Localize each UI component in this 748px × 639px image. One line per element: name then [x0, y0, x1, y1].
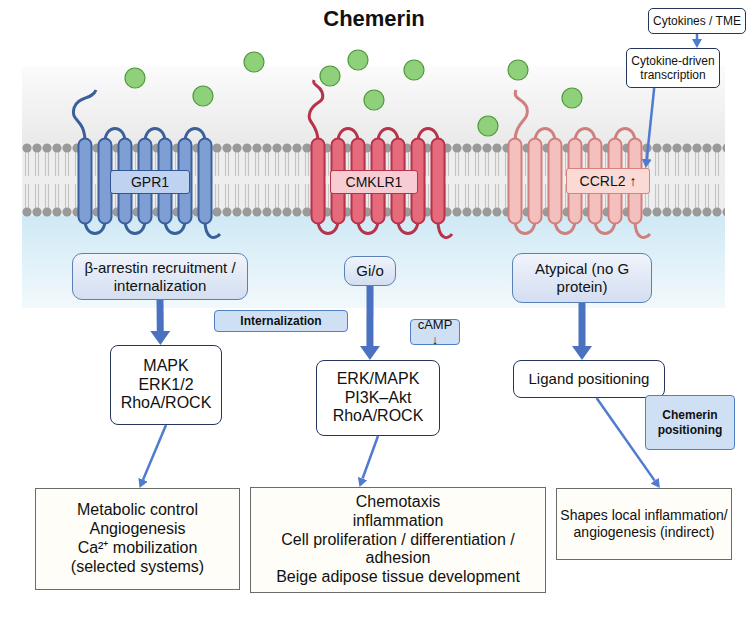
chemerin-ligand [478, 116, 498, 136]
receptor-helix-outline [85, 145, 205, 217]
receptor-loops [515, 129, 650, 238]
pathway-box: Ligand positioning [513, 360, 665, 398]
receptor-n-terminus [515, 90, 527, 142]
node-text: Internalization [240, 314, 321, 328]
receptor-n-terminus [309, 80, 323, 142]
chemerin-ligand [320, 66, 340, 86]
connector-arrow [363, 436, 378, 479]
node-text: RhoA/ROCK [121, 394, 212, 413]
process-box: Cytokine-driven transcription [626, 48, 720, 88]
outcome-box: Shapes local inflammation/ angiogenesis … [556, 488, 732, 560]
connector-arrow [647, 88, 654, 159]
node-text: MAPK [143, 357, 188, 376]
chemerin-ligand [508, 60, 528, 80]
node-text: ERK1/2 [138, 376, 193, 395]
node-text: Chemotaxis [356, 493, 440, 512]
chemerin-ligand [244, 52, 264, 72]
connector-arrow [597, 398, 655, 481]
node-text: Ca²⁺ mobilization [78, 539, 198, 558]
receptor-helix [318, 145, 438, 217]
node-text: Angiogenesis [89, 520, 185, 539]
chemerin-ligand [193, 86, 213, 106]
lipid-bilayer [22, 143, 725, 217]
connector-arrow [143, 425, 166, 480]
chemerin-ligand [404, 60, 424, 80]
node-text: CCRL2 ↑ [580, 173, 637, 190]
node-text: Cytokine-driven transcription [629, 54, 717, 82]
membrane-band [22, 143, 725, 217]
node-text: GPR1 [131, 174, 169, 191]
signaling-box: Gi/o [344, 256, 396, 286]
connector-arrow [366, 286, 373, 346]
receptor-n-terminus [73, 90, 96, 142]
node-text: β-arrestin recruitment / internalization [75, 259, 245, 294]
receptor-label: GPR1 [110, 170, 190, 194]
outcome-box: Metabolic controlAngiogenesisCa²⁺ mobili… [35, 488, 240, 590]
receptor-loops [318, 129, 452, 238]
node-text: inflammation [353, 512, 444, 531]
connector-arrow [579, 303, 586, 346]
signaling-box: Atypical (no G protein) [512, 253, 652, 303]
pathway-box: ERK/MAPKPI3K–AktRhoA/ROCK [316, 360, 440, 436]
pathway-box: MAPKERK1/2RhoA/ROCK [110, 345, 222, 425]
receptor-label: CMKLR1 [330, 170, 418, 194]
tag-box: Chemerin positioning [645, 395, 735, 450]
extracellular-space [22, 66, 725, 146]
node-text: Shapes local inflammation/ angiogenesis … [559, 507, 729, 540]
connector-arrow [696, 34, 699, 39]
node-text: Atypical (no G protein) [515, 260, 649, 295]
node-text: Cytokines / TME [653, 14, 741, 28]
chemerin-ligand [364, 90, 384, 110]
node-text: (selected systems) [71, 558, 204, 577]
node-text: Gi/o [356, 262, 384, 280]
signaling-box: β-arrestin recruitment / internalization [72, 253, 248, 300]
node-text: Cell proliferation / differentiation / a… [253, 531, 543, 569]
node-text: CMKLR1 [346, 174, 403, 191]
receptor-loops [85, 129, 220, 238]
diagram-title: Chemerin [0, 6, 748, 32]
node-text: Beige adipose tissue development [276, 568, 520, 587]
chemerin-ligand [562, 88, 582, 108]
node-text: Chemerin positioning [648, 408, 732, 436]
receptor-label: CCRL2 ↑ [566, 168, 650, 194]
outcome-box: ChemotaxisinflammationCell proliferation… [250, 487, 546, 593]
input-box: Cytokines / TME [648, 8, 746, 34]
chemerin-ligand [125, 68, 145, 88]
receptor-helix-outline [318, 145, 438, 217]
node-text: ERK/MAPK [337, 370, 420, 389]
node-text: cAMP ↓ [413, 317, 457, 348]
node-text: RhoA/ROCK [333, 407, 424, 426]
node-text: Metabolic control [77, 501, 198, 520]
connector-arrow [157, 300, 164, 331]
tag-box: cAMP ↓ [410, 319, 460, 345]
receptor-helix [85, 145, 205, 217]
node-text: Ligand positioning [529, 370, 650, 388]
tag-box: Internalization [214, 310, 348, 332]
chemerin-ligand [348, 50, 368, 70]
node-text: PI3K–Akt [345, 389, 412, 408]
